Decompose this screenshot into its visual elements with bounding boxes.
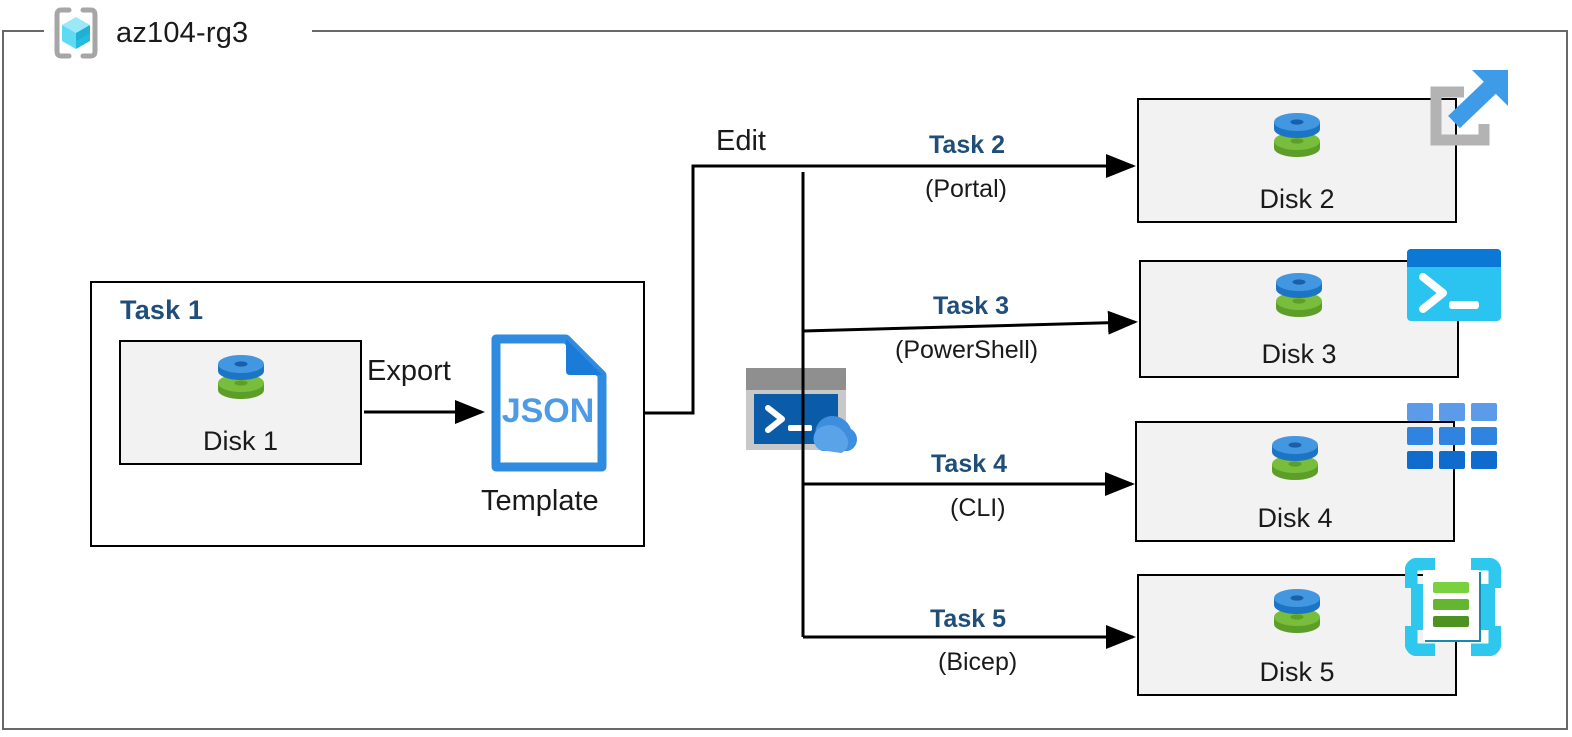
disk2-box[interactable]: Disk 2 [1137, 98, 1457, 223]
task1-group-box [90, 281, 645, 547]
managed-disk-icon [213, 354, 269, 417]
managed-disk-icon [1271, 272, 1327, 335]
disk3-box[interactable]: Disk 3 [1139, 260, 1459, 378]
managed-disk-icon [1269, 112, 1325, 175]
resource-group-cube-icon [48, 5, 104, 61]
azure-cli-icon[interactable] [1407, 403, 1497, 474]
disk3-caption: Disk 3 [1261, 339, 1337, 369]
disk1-box[interactable]: Disk 1 [119, 340, 362, 465]
task3-method: (PowerShell) [895, 336, 1039, 364]
export-label: Export [367, 355, 451, 387]
disk4-box[interactable]: Disk 4 [1135, 421, 1455, 542]
json-file-label: JSON [502, 392, 595, 430]
managed-disk-icon [1267, 435, 1323, 498]
task4-method: (CLI) [950, 494, 1006, 522]
cloud-shell-icon[interactable] [744, 366, 862, 459]
bicep-icon[interactable] [1404, 557, 1502, 661]
task5-method: (Bicep) [938, 648, 1018, 676]
disk1-caption: Disk 1 [202, 426, 278, 456]
disk5-box[interactable]: Disk 5 [1137, 574, 1457, 696]
task5-label: Task 5 [930, 605, 1006, 633]
task4-label: Task 4 [931, 450, 1007, 478]
task1-label: Task 1 [120, 295, 204, 325]
template-caption: Template [481, 485, 599, 517]
disk2-caption: Disk 2 [1259, 184, 1335, 214]
task2-method: (Portal) [925, 175, 1007, 203]
azure-portal-icon[interactable] [1410, 66, 1518, 175]
task3-label: Task 3 [933, 292, 1009, 320]
edit-label: Edit [716, 125, 766, 157]
disk4-caption: Disk 4 [1257, 503, 1333, 533]
task2-label: Task 2 [929, 131, 1005, 159]
resource-group-name: az104-rg3 [116, 16, 249, 49]
resource-group-container [2, 30, 1568, 730]
json-file-icon[interactable]: JSON [488, 333, 610, 478]
disk5-caption: Disk 5 [1259, 657, 1335, 687]
managed-disk-icon [1269, 588, 1325, 651]
resource-group-header: az104-rg3 [48, 4, 248, 62]
powershell-icon[interactable] [1407, 249, 1501, 326]
